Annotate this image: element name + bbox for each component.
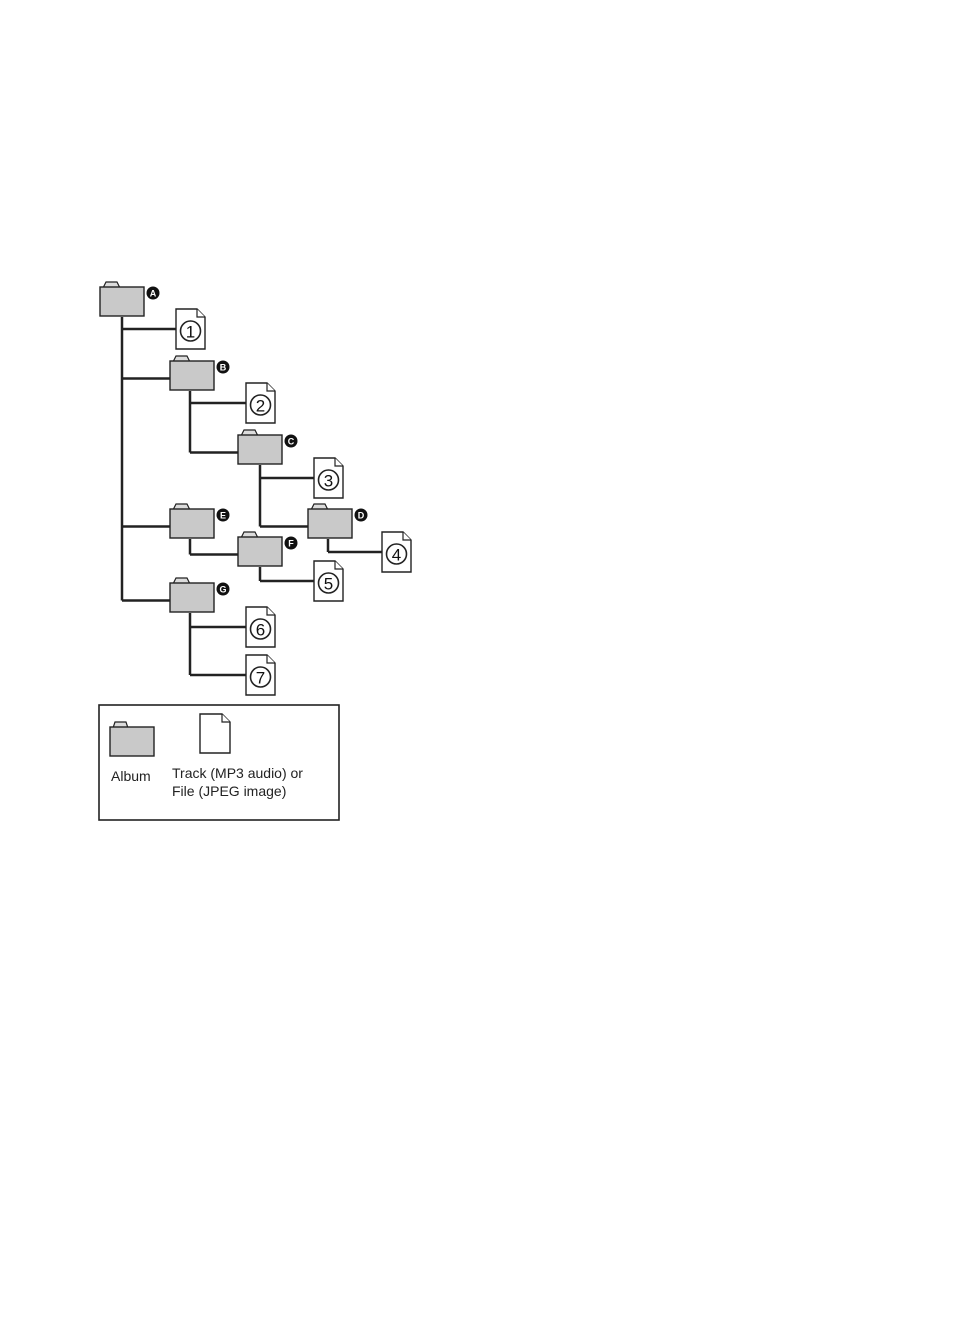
track-number-label: 5 — [324, 575, 333, 594]
track-t6: 6 — [246, 607, 275, 647]
folder-icon — [170, 361, 214, 390]
album-D: D — [308, 504, 368, 538]
legend-album-label: Album — [111, 768, 151, 784]
track-t1: 1 — [176, 309, 205, 349]
legend: Album Track (MP3 audio) or File (JPEG im… — [99, 705, 339, 820]
track-t4: 4 — [382, 532, 411, 572]
document-fold-icon — [335, 561, 343, 569]
document-fold-icon — [335, 458, 343, 466]
document-fold-icon — [267, 607, 275, 615]
album-badge-label-E: E — [220, 511, 226, 521]
folder-icon — [308, 509, 352, 538]
album-badge-label-F: F — [288, 539, 294, 549]
track-number-label: 1 — [186, 323, 195, 342]
folder-icon — [100, 287, 144, 316]
album-badge-label-A: A — [150, 289, 157, 299]
tree-nodes: A B C D E F G 1 2 3 4 5 6 7 — [100, 282, 411, 695]
album-E: E — [170, 504, 230, 538]
document-fold-icon — [267, 655, 275, 663]
track-number-label: 3 — [324, 472, 333, 491]
document-fold-icon — [403, 532, 411, 540]
album-A: A — [100, 282, 160, 316]
folder-icon — [170, 509, 214, 538]
album-G: G — [170, 578, 230, 612]
track-number-label: 2 — [256, 397, 265, 416]
track-t7: 7 — [246, 655, 275, 695]
document-fold-icon — [267, 383, 275, 391]
track-t5: 5 — [314, 561, 343, 601]
folder-icon — [170, 583, 214, 612]
track-number-label: 7 — [256, 669, 265, 688]
folder-icon — [238, 537, 282, 566]
album-B: B — [170, 356, 230, 390]
legend-track-label-line1: Track (MP3 audio) or — [172, 765, 303, 781]
legend-album-icon — [110, 722, 154, 756]
track-t3: 3 — [314, 458, 343, 498]
track-t2: 2 — [246, 383, 275, 423]
track-number-label: 6 — [256, 621, 265, 640]
folder-icon — [238, 435, 282, 464]
legend-track-icon — [200, 714, 230, 753]
album-badge-label-G: G — [219, 585, 226, 595]
album-C: C — [238, 430, 298, 464]
album-F: F — [238, 532, 298, 566]
legend-track-label-line2: File (JPEG image) — [172, 783, 286, 799]
album-badge-label-B: B — [220, 363, 227, 373]
album-badge-label-D: D — [358, 511, 365, 521]
track-number-label: 4 — [392, 546, 401, 565]
album-badge-label-C: C — [288, 437, 295, 447]
